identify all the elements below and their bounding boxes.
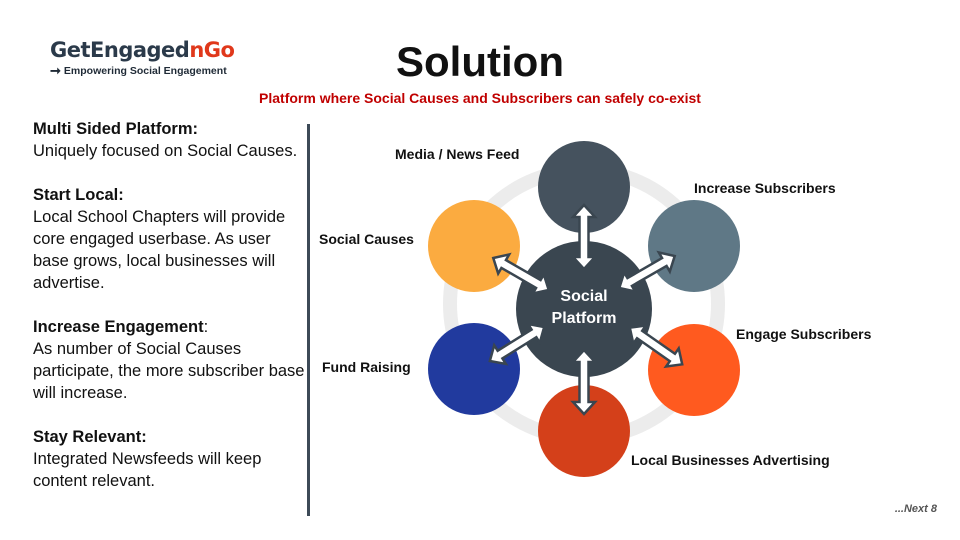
logo: GetEngagednGo ➞ Empowering Social Engage… bbox=[50, 38, 250, 77]
hub-diagram bbox=[428, 141, 740, 477]
double-arrow-icon bbox=[571, 203, 597, 271]
feature-heading: Start Local: bbox=[33, 186, 124, 204]
page-subtitle: Platform where Social Causes and Subscri… bbox=[259, 90, 701, 106]
label-local-businesses-advertising: Local Businesses Advertising bbox=[631, 452, 830, 468]
next-page-indicator: ...Next 8 bbox=[894, 503, 937, 515]
logo-name-part2: nGo bbox=[189, 38, 235, 62]
hub-social-platform bbox=[516, 241, 652, 377]
hub-label: Social Platform bbox=[520, 286, 648, 330]
node-fund-raising bbox=[428, 323, 520, 415]
feature-section: Multi Sided Platform: Uniquely focused o… bbox=[33, 118, 308, 162]
node-increase-subscribers bbox=[648, 200, 740, 292]
hub-label-line: Platform bbox=[551, 310, 617, 327]
double-arrow-icon bbox=[571, 348, 597, 416]
node-media-news-feed bbox=[538, 141, 630, 233]
feature-body: Uniquely focused on Social Causes. bbox=[33, 142, 298, 160]
arrow-right-icon: ➞ bbox=[50, 63, 61, 78]
feature-heading: Stay Relevant: bbox=[33, 428, 147, 446]
label-social-causes: Social Causes bbox=[319, 231, 414, 247]
feature-heading-line: Increase Engagement: bbox=[33, 316, 308, 338]
label-increase-subscribers: Increase Subscribers bbox=[694, 180, 836, 196]
page-title: Solution bbox=[396, 38, 564, 85]
node-engage-subscribers bbox=[648, 324, 740, 416]
label-fund-raising: Fund Raising bbox=[322, 359, 411, 375]
feature-body: Local School Chapters will provide core … bbox=[33, 208, 286, 292]
node-local-businesses-advertising bbox=[538, 385, 630, 477]
feature-section: Stay Relevant: Integrated Newsfeeds will… bbox=[33, 426, 308, 492]
label-media-news-feed: Media / News Feed bbox=[395, 146, 520, 162]
feature-heading-suffix: : bbox=[203, 318, 209, 336]
node-social-causes bbox=[428, 200, 520, 292]
feature-section: Start Local: Local School Chapters will … bbox=[33, 184, 308, 294]
hub-label-line: Social bbox=[560, 288, 608, 305]
logo-tagline: ➞ Empowering Social Engagement bbox=[50, 63, 250, 78]
logo-name-part1: GetEngaged bbox=[50, 38, 190, 62]
logo-tagline-text: Empowering Social Engagement bbox=[63, 65, 227, 77]
feature-heading: Increase Engagement bbox=[33, 318, 204, 336]
vertical-divider bbox=[307, 124, 310, 516]
feature-list: Multi Sided Platform: Uniquely focused o… bbox=[33, 118, 308, 514]
feature-body: Integrated Newsfeeds will keep content r… bbox=[33, 450, 262, 490]
logo-name: GetEngagednGo bbox=[50, 38, 250, 62]
feature-body: As number of Social Causes participate, … bbox=[33, 340, 305, 402]
feature-section: Increase Engagement: As number of Social… bbox=[33, 316, 308, 404]
feature-heading: Multi Sided Platform: bbox=[33, 120, 198, 138]
label-engage-subscribers: Engage Subscribers bbox=[736, 326, 872, 342]
